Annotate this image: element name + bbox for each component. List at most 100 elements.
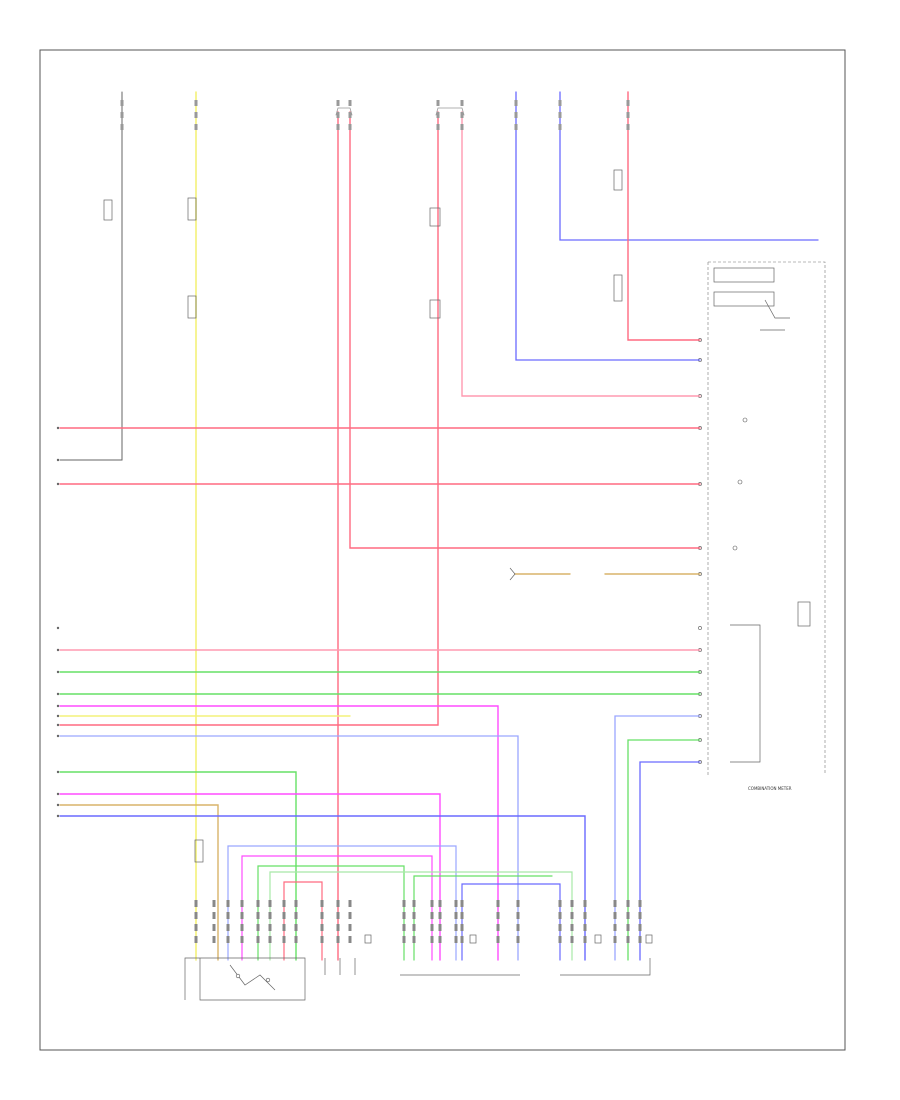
connector-marker	[460, 900, 464, 907]
connector-marker	[320, 924, 324, 931]
connector-marker	[412, 936, 416, 943]
connector-marker	[430, 936, 434, 943]
connector-marker	[638, 936, 642, 943]
connector-marker	[348, 124, 352, 130]
left-pin	[56, 734, 60, 738]
connector-marker	[120, 124, 124, 130]
connector-marker	[638, 924, 642, 931]
combination-meter-label-text: COMBINATION METER	[748, 786, 792, 791]
wire-group	[59, 91, 819, 961]
connector-marker	[558, 112, 562, 118]
connector-marker	[460, 100, 464, 106]
connector-marker	[436, 124, 440, 130]
connector-marker	[194, 900, 198, 907]
connector-marker	[516, 924, 520, 931]
connector-marker	[240, 924, 244, 931]
connector-marker	[336, 912, 340, 919]
connector-marker	[570, 912, 574, 919]
connector-marker	[226, 912, 230, 919]
connector-marker	[516, 912, 520, 919]
connector-marker	[558, 936, 562, 943]
wire-red-pair-left-b	[349, 111, 701, 549]
connector-marker	[613, 900, 617, 907]
connector-marker	[294, 900, 298, 907]
connector-marker	[282, 924, 286, 931]
connector-marker	[240, 900, 244, 907]
connector-marker	[496, 936, 500, 943]
connector-marker	[240, 936, 244, 943]
meter-connector-pins	[698, 338, 702, 764]
connector-marker	[516, 900, 520, 907]
connector-marker	[514, 112, 518, 118]
connector-marker	[268, 900, 272, 907]
wire-blue-bottom-a	[227, 845, 457, 961]
connector-marker	[240, 912, 244, 919]
left-pin	[56, 714, 60, 718]
wire-magenta-lower	[59, 793, 441, 961]
wire-red-top-right	[627, 91, 701, 341]
sensor-b-block	[400, 934, 520, 976]
wire-red-pair-left-cap	[335, 107, 353, 116]
connector-marker	[282, 900, 286, 907]
connector-marker	[226, 924, 230, 931]
connector-marker	[212, 912, 216, 919]
connector-marker	[226, 936, 230, 943]
connector-marker	[194, 924, 198, 931]
connector-marker	[120, 100, 124, 106]
connector-marker	[348, 900, 352, 907]
connector-marker	[613, 924, 617, 931]
connector-marker	[583, 924, 587, 931]
connector-marker	[514, 124, 518, 130]
connector-marker	[558, 100, 562, 106]
wire-blue-horizontal	[59, 735, 519, 961]
connector-marker	[496, 912, 500, 919]
connector-marker	[438, 912, 442, 919]
connector-marker	[438, 924, 442, 931]
left-pin	[56, 692, 60, 696]
connector-marker	[436, 112, 440, 118]
connector-marker	[268, 936, 272, 943]
connector-marker	[570, 924, 574, 931]
connector-marker	[430, 924, 434, 931]
connector-marker	[460, 124, 464, 130]
connector-marker	[430, 900, 434, 907]
connector-marker	[430, 912, 434, 919]
connector-marker	[626, 936, 630, 943]
wire-green-bottom-b	[413, 875, 553, 961]
wire-magenta-bottom	[241, 855, 433, 961]
connector-marker	[454, 924, 458, 931]
wire-blue-right-edge	[559, 91, 819, 241]
connector-marker	[412, 900, 416, 907]
connector-marker	[626, 912, 630, 919]
wire-magenta-horizontal	[59, 705, 499, 961]
connector-marker	[454, 936, 458, 943]
connector-marker	[256, 900, 260, 907]
left-pin	[56, 723, 60, 727]
connector-marker	[570, 900, 574, 907]
wire-lightgreen-bottom	[269, 871, 573, 961]
connector-marker	[558, 912, 562, 919]
left-pin	[56, 814, 60, 818]
left-pin	[56, 482, 60, 486]
connector-marker	[256, 936, 260, 943]
connector-marker	[212, 900, 216, 907]
wire-red-bottom	[283, 881, 323, 961]
connector-marker	[120, 112, 124, 118]
connector-marker	[558, 124, 562, 130]
connector-marker	[583, 900, 587, 907]
connector-marker	[412, 912, 416, 919]
wire-green-lower	[59, 771, 297, 961]
connector-marker	[336, 924, 340, 931]
combination-meter-label: COMBINATION METER	[748, 786, 792, 791]
wire-black-left	[59, 91, 123, 461]
connector-marker	[268, 912, 272, 919]
left-pin-terminals	[56, 426, 60, 818]
connector-marker	[194, 112, 198, 118]
connector-marker	[194, 912, 198, 919]
connector-marker	[294, 924, 298, 931]
left-pin	[56, 426, 60, 430]
connector-marker	[516, 936, 520, 943]
connector-marker	[626, 900, 630, 907]
connector-marker	[348, 924, 352, 931]
